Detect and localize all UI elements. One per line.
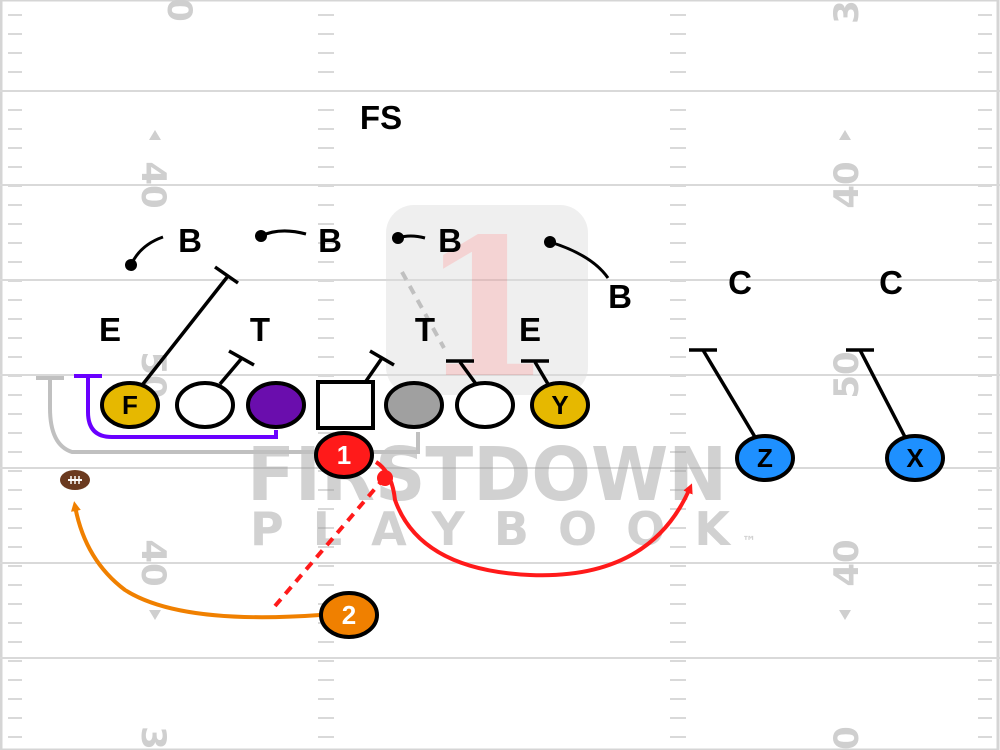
receiver-z-block-line [701,349,757,438]
fullback-player: F [100,381,160,429]
right-guard-player [384,381,444,429]
free-safety-label: FS [360,99,402,136]
yard-number-right-top: 3 [827,0,867,24]
receiver-x-block-line [858,349,907,438]
linebacker-paths [125,229,610,279]
linebacker-1-label: B [178,222,202,259]
center-block-tbar [369,349,395,367]
left-tackle-player [175,381,235,429]
fullback-block-tbar [214,265,239,285]
tight-end-block-line [533,361,550,385]
linebacker-2-dot [255,230,267,242]
qb-dashed-exchange [273,475,387,608]
linebacker-4-label: B [608,278,632,315]
defensive-players: FS B B B B C C E T T E [99,99,903,348]
linebacker-4-dot [544,236,556,248]
pull-paths [36,271,446,454]
hash-marks [8,14,992,738]
left-tackle-block-tbar [228,349,255,367]
yard-numbers-left: 0 40 50 40 3 [133,0,199,750]
exchange-point [377,470,393,486]
yard-arrow-right-40-upper [839,130,851,140]
corner-left-label: C [728,264,752,301]
yard-arrow-left-40-upper [149,130,161,140]
yard-number-left-top: 0 [159,0,199,22]
yard-number-right-50: 50 [827,351,867,398]
center-player [316,380,375,430]
football-icon [60,470,90,490]
center-block-line [362,357,384,385]
watermark-logo-box [386,205,588,395]
linebacker-2-label: B [318,222,342,259]
yard-number-left-bottom: 3 [133,726,173,750]
corner-right-label: C [879,264,903,301]
receiver-z-player: Z [735,434,795,482]
yard-number-right-40-upper: 40 [827,161,867,208]
rb-route [70,501,321,620]
receiver-z-label: Z [757,443,773,473]
right-tackle-block-line [458,360,478,386]
yard-numbers-right: 3 40 50 40 0 [827,0,867,750]
tight-end-player: Y [530,381,590,429]
linebacker-3-label: B [438,222,462,259]
blocking-assignments [141,265,907,438]
tackle-right-label: T [415,311,435,348]
offensive-players: F Y 1 2 Z X [100,380,945,639]
receiver-x-label: X [906,443,924,473]
yard-lines [0,90,1000,659]
yard-number-right-40-lower: 40 [827,539,867,586]
receiver-x-player: X [885,434,945,482]
linebacker-3-dot [392,232,404,244]
right-guard-pull-path [48,378,420,454]
yard-number-right-bottom: 0 [827,726,867,750]
guard-dashed-release [400,271,446,349]
watermark-trademark: ™ [742,534,756,550]
left-tackle-block-line [218,356,244,386]
yard-number-left-40-upper: 40 [133,161,173,208]
running-back-label: 2 [342,600,356,630]
linebacker-1-dot [125,259,137,271]
tackle-left-label: T [250,311,270,348]
backfield-routes [70,460,693,620]
fullback-block-line [141,274,230,386]
running-back-player: 2 [319,591,379,639]
left-guard-pull-path [86,378,278,439]
yard-arrow-left-40-lower [149,610,161,620]
quarterback-label: 1 [337,440,351,470]
end-left-label: E [99,311,121,348]
qb-route [374,460,693,578]
fullback-label: F [122,390,138,420]
right-tackle-player [455,381,515,429]
end-right-label: E [519,311,541,348]
quarterback-player: 1 [314,431,374,479]
tight-end-label: Y [551,390,568,420]
yard-number-left-40-lower: 40 [133,539,173,586]
yard-arrow-right-40-lower [839,610,851,620]
linebacker-4-path [549,240,610,279]
left-guard-player [246,381,306,429]
